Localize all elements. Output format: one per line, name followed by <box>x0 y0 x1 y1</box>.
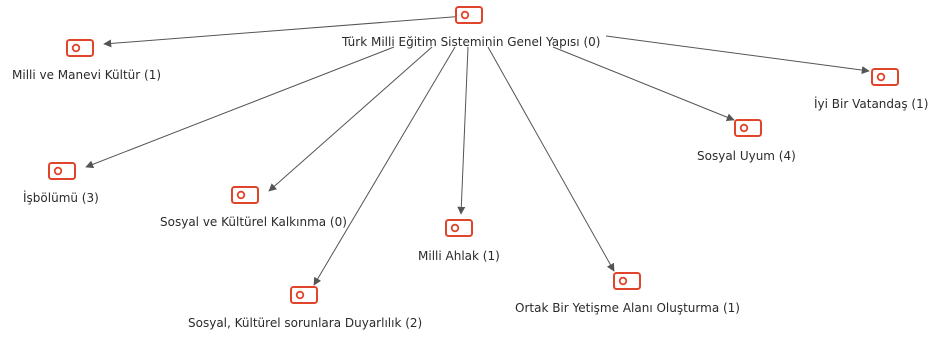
milli-ahlak-code-icon[interactable] <box>445 219 473 237</box>
edge-to-sosyal-uyum <box>552 46 735 122</box>
root-node-label: Türk Milli Eğitim Sisteminin Genel Yapıs… <box>342 35 601 49</box>
node-label-ortak-yetisme: Ortak Bir Yetişme Alanı Oluşturma (1) <box>515 301 740 315</box>
node-label-sosyal-uyum: Sosyal Uyum (4) <box>697 149 796 163</box>
sosyal-uyum-code-icon[interactable] <box>734 119 762 137</box>
sosyal-kulturel-kalkinma-code-icon[interactable] <box>231 186 259 204</box>
edge-to-iyi-vatandas <box>605 35 870 75</box>
isbolumu-code-icon[interactable] <box>48 162 76 180</box>
node-label-sosyal-kulturel-duyarlilik: Sosyal, Kültürel sorunlara Duyarlılık (2… <box>188 316 423 330</box>
edge-to-milli-ahlak <box>457 46 469 215</box>
node-label-iyi-vatandas: İyi Bir Vatandaş (1) <box>814 97 929 111</box>
edge-to-sosyal-kulturel-duyarlilik <box>313 46 456 286</box>
node-label-milli-ahlak: Milli Ahlak (1) <box>418 249 500 263</box>
sosyal-kulturel-duyarlilik-code-icon[interactable] <box>290 286 318 304</box>
edges-layer <box>85 15 870 286</box>
edge-to-milli-manevi <box>103 15 466 48</box>
edge-to-isbolumu <box>85 46 395 169</box>
ortak-yetisme-code-icon[interactable] <box>613 272 641 290</box>
iyi-vatandas-code-icon[interactable] <box>871 68 899 86</box>
node-label-isbolumu: İşbölümü (3) <box>23 191 99 205</box>
node-label-milli-manevi: Milli ve Manevi Kültür (1) <box>12 68 162 82</box>
root-code-icon[interactable] <box>455 6 483 24</box>
icons-layer <box>48 6 899 304</box>
edge-to-sosyal-kulturel-kalkinma <box>268 46 433 192</box>
edge-to-ortak-yetisme <box>487 46 615 272</box>
milli-manevi-code-icon[interactable] <box>66 39 94 57</box>
node-label-sosyal-kulturel-kalkinma: Sosyal ve Kültürel Kalkınma (0) <box>160 215 347 229</box>
